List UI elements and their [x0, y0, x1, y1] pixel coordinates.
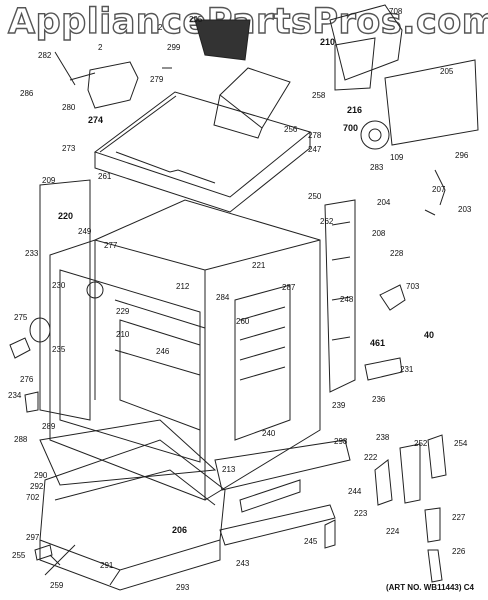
callout-label: 2	[158, 23, 163, 32]
callout-label: 293	[176, 583, 190, 592]
callout-label: 260	[236, 317, 250, 326]
callout-label: 223	[354, 509, 368, 518]
callout-label: 206	[172, 525, 188, 535]
callout-label: 461	[370, 338, 386, 348]
callout-label: 224	[386, 527, 400, 536]
rear-panel	[384, 59, 479, 146]
callout-label: 229	[116, 307, 130, 316]
callout-label: 275	[14, 313, 28, 322]
callout-label: 258	[312, 91, 326, 100]
callout-label: 292	[30, 482, 44, 491]
callout-label: 259	[50, 581, 64, 590]
callout-label: 235	[52, 345, 66, 354]
callout-label: 298	[334, 437, 348, 446]
callout-label: 234	[8, 391, 22, 400]
callout-label: 297	[26, 533, 40, 542]
callout-label: 203	[458, 205, 472, 214]
drawer-assembly	[39, 439, 226, 571]
callout-label: 256	[284, 125, 298, 134]
callout-label: 273	[62, 144, 76, 153]
callout-label: 231	[400, 365, 414, 374]
callout-label: 700	[343, 123, 359, 133]
callout-label: 255	[12, 551, 26, 560]
callout-label: 246	[156, 347, 170, 356]
callout-label: 213	[222, 465, 236, 474]
callout-label: 280	[62, 103, 76, 112]
callout-label: 283	[370, 163, 384, 172]
callout-label: 295	[189, 15, 203, 24]
callout-label: 210	[116, 330, 130, 339]
callout-label: 278	[308, 131, 322, 140]
backsplash	[219, 67, 291, 129]
callout-label: 247	[308, 145, 322, 154]
callout-label: 284	[216, 293, 230, 302]
callout-label: 2	[98, 43, 103, 52]
callout-label: 239	[332, 401, 346, 410]
callout-label: 289	[42, 422, 56, 431]
callout-label: 249	[78, 227, 92, 236]
callout-label: 248	[340, 295, 354, 304]
callout-label: 238	[376, 433, 390, 442]
callout-label: 252	[414, 439, 428, 448]
callout-label: 703	[406, 282, 420, 291]
callout-label: 708	[389, 7, 403, 16]
callout-label: 288	[14, 435, 28, 444]
callout-label: 210	[320, 37, 336, 47]
callout-label: 222	[364, 453, 378, 462]
callout-label: 299	[167, 43, 181, 52]
callout-label: 274	[88, 115, 104, 125]
callout-label: 207	[432, 185, 446, 194]
callout-label: 254	[454, 439, 468, 448]
control-bracket	[329, 4, 403, 81]
callout-label: 205	[440, 67, 454, 76]
callout-label: 276	[20, 375, 34, 384]
callout-label: 236	[372, 395, 386, 404]
callout-label: 244	[348, 487, 362, 496]
callout-label: 40	[424, 330, 435, 340]
callout-label: 109	[390, 153, 404, 162]
callout-label: 216	[347, 105, 363, 115]
callout-label: 702	[26, 493, 40, 502]
callout-label: 290	[34, 471, 48, 480]
callout-label: 228	[390, 249, 404, 258]
callout-label: 282	[38, 51, 52, 60]
callout-label: 204	[377, 198, 391, 207]
art-number-footer: (ART NO. WB11443) C4	[385, 583, 474, 592]
callout-label: 262	[320, 217, 334, 226]
knob-part	[360, 120, 390, 150]
callout-label: 245	[304, 537, 318, 546]
callout-label: 230	[52, 281, 66, 290]
callout-label: 296	[455, 151, 469, 160]
callout-label: 240	[262, 429, 276, 438]
callout-label: 279	[150, 75, 164, 84]
callout-label: 286	[20, 89, 34, 98]
callout-label: 250	[308, 192, 322, 201]
right-side-panel	[324, 199, 356, 393]
callout-label: 220	[58, 211, 74, 221]
callout-label: 233	[25, 249, 39, 258]
callout-label: 221	[252, 261, 266, 270]
callout-label: 212	[176, 282, 190, 291]
callout-label: 226	[452, 547, 466, 556]
callout-label: 209	[42, 176, 56, 185]
manifold-bracket	[214, 439, 351, 491]
callout-label: 291	[100, 561, 114, 570]
oven-light	[29, 317, 51, 343]
kick-panel	[39, 419, 217, 486]
callout-label: 208	[372, 229, 386, 238]
left-side-panel	[39, 179, 91, 421]
callout-label: 243	[236, 559, 250, 568]
callout-label: 287	[282, 283, 296, 292]
callout-label: 277	[104, 241, 118, 250]
insulation-pad	[194, 19, 251, 61]
callout-label: 227	[452, 513, 466, 522]
callout-label: 261	[98, 172, 112, 181]
cooktop-panel	[93, 91, 312, 198]
oven-cabinet	[49, 239, 206, 501]
